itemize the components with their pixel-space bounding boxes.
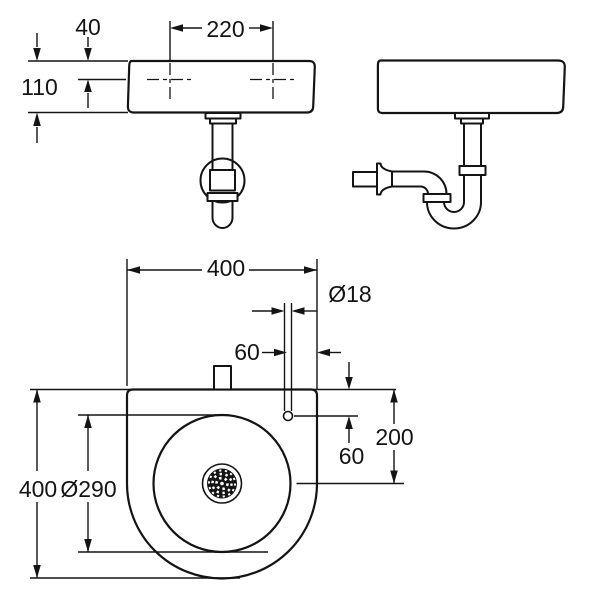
dim-40-upper-arrowhead bbox=[84, 48, 92, 61]
dim-220-left-arrowhead bbox=[170, 24, 183, 32]
plan-dimensions: 400 Ø18 60 60 bbox=[19, 255, 414, 579]
dim-60h-right-pointing-arrowhead bbox=[274, 348, 287, 357]
drain-flange-lower bbox=[209, 117, 237, 125]
dim-d18-right-arrowhead bbox=[291, 307, 305, 315]
dim-label-front-height: 110 bbox=[21, 74, 58, 100]
outlet-pipe-end-cap bbox=[211, 217, 234, 229]
dim-label-front-hole-offset: 40 bbox=[75, 14, 101, 40]
front-body-outline bbox=[126, 59, 316, 114]
dim-d290-down-arrowhead bbox=[84, 539, 92, 552]
u-bend-inner-curve bbox=[443, 201, 465, 213]
side-view bbox=[352, 59, 566, 230]
u-bend-outer-curve bbox=[426, 201, 482, 230]
wall-outlet-stub bbox=[352, 171, 379, 188]
dim-d18-left-arrowhead bbox=[271, 307, 285, 315]
mounting-tab bbox=[213, 365, 232, 391]
dim-label-tap-hole-diameter: Ø18 bbox=[328, 281, 371, 307]
dim-400w-left-arrowhead bbox=[127, 266, 140, 274]
front-centerlines bbox=[147, 63, 297, 101]
dim-label-tap-hole-to-edge: 60 bbox=[234, 339, 260, 365]
dim-label-plan-depth: 400 bbox=[19, 476, 57, 502]
plan-view: 400 Ø18 60 60 bbox=[19, 255, 414, 580]
dim-label-front-hole-spacing: 220 bbox=[206, 16, 244, 42]
front-dimensions: 110 40 220 bbox=[21, 14, 274, 143]
trap-body-band bbox=[209, 169, 236, 192]
dim-220-right-arrowhead bbox=[260, 24, 273, 32]
dim-200-up-arrowhead bbox=[390, 389, 398, 403]
drain-grate bbox=[201, 463, 243, 504]
elbow-nut-ring bbox=[422, 193, 452, 203]
elbow-inner-curve bbox=[420, 185, 429, 195]
dim-60v-down-arrowhead bbox=[345, 377, 353, 390]
dim-400d-up-arrowhead bbox=[33, 389, 41, 403]
dim-60h-left-pointing-arrowhead bbox=[317, 348, 330, 357]
front-view: 110 40 220 bbox=[21, 14, 316, 229]
tap-hole bbox=[282, 410, 294, 422]
dim-label-tap-hole-to-rear: 60 bbox=[339, 443, 365, 469]
dim-label-basin-center-to-rear: 200 bbox=[375, 424, 413, 450]
dim-110-lower-arrowhead bbox=[33, 112, 41, 126]
dim-400d-down-arrowhead bbox=[33, 565, 41, 578]
dim-110-upper-arrowhead bbox=[33, 48, 41, 61]
side-drain-p-trap bbox=[352, 112, 490, 230]
dim-200-down-arrowhead bbox=[390, 470, 398, 484]
dim-40-lower-arrowhead bbox=[84, 79, 92, 92]
front-drain-trap bbox=[199, 112, 246, 229]
drain-grate-holes-inner bbox=[215, 476, 229, 491]
side-pipe-nut-ring bbox=[458, 165, 487, 176]
dim-label-basin-diameter: Ø290 bbox=[60, 476, 116, 502]
drain-grate-holes-middle bbox=[211, 472, 233, 495]
dim-label-plan-width: 400 bbox=[207, 255, 245, 281]
trap-nut-ring bbox=[206, 192, 239, 202]
dim-400w-right-arrowhead bbox=[304, 266, 317, 274]
side-body-outline bbox=[376, 59, 566, 115]
dim-d290-up-arrowhead bbox=[84, 415, 92, 428]
drain-grate-center-hole bbox=[220, 481, 224, 486]
dim-60v-up-arrowhead bbox=[345, 416, 353, 429]
wall-escutcheon-flange bbox=[376, 162, 393, 196]
elbow-outer-curve bbox=[423, 170, 448, 195]
side-drain-flange-lower bbox=[460, 117, 484, 125]
drain-grate-holes-outer bbox=[208, 469, 236, 498]
